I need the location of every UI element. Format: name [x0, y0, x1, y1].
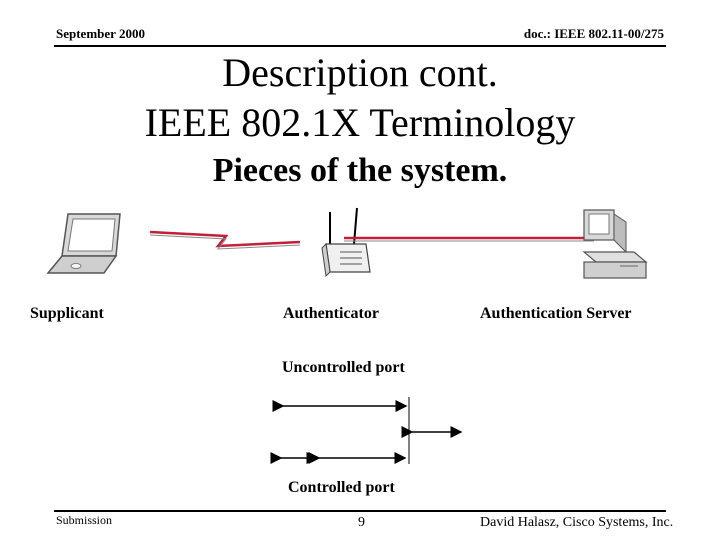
authenticator-label: Authenticator	[283, 305, 379, 322]
header-doc-id: doc.: IEEE 802.11-00/275	[523, 26, 664, 41]
authentication-server-label: Authentication Server	[480, 305, 632, 322]
laptop-icon	[46, 213, 121, 274]
slide-title-line1: Description cont.	[222, 50, 498, 95]
page-number: 9	[358, 515, 365, 530]
server-computer-icon	[582, 209, 648, 279]
footer-author: David Halasz, Cisco Systems, Inc.	[480, 515, 674, 530]
port-diagram	[270, 397, 463, 464]
slide-title-line2: IEEE 802.1X Terminology	[144, 100, 576, 145]
header-date: September 2000	[56, 26, 145, 41]
wireless-link-icon	[149, 230, 301, 250]
controlled-port-label: Controlled port	[288, 479, 395, 496]
footer-divider	[54, 510, 666, 512]
footer-submission: Submission	[56, 513, 113, 527]
slide-subtitle: Pieces of the system.	[212, 152, 508, 189]
uncontrolled-port-label: Uncontrolled port	[282, 359, 405, 376]
supplicant-label: Supplicant	[30, 305, 104, 322]
access-point-icon	[321, 207, 371, 278]
wired-link-line	[344, 236, 594, 242]
header-divider	[54, 45, 666, 47]
